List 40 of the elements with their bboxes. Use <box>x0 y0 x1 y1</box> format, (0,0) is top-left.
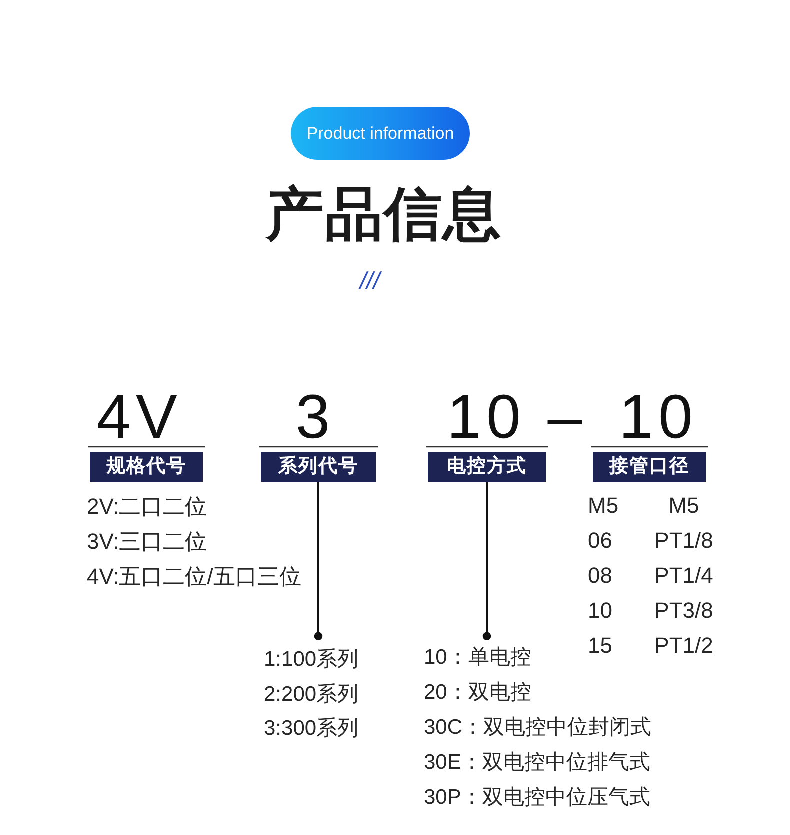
port-code: 15 <box>588 632 612 660</box>
option-text: 1:100系列 <box>264 647 359 673</box>
port-code: M5 <box>588 492 619 520</box>
thread-size: M5 <box>668 492 700 520</box>
header-bar <box>90 452 203 482</box>
header-bar <box>593 452 706 482</box>
spec-text: 4V:五口二位/五口三位 <box>87 563 302 591</box>
header-label: 系列代号 <box>278 456 358 478</box>
header-bar <box>428 452 546 482</box>
option-text: 30P：双电控中位压气式 <box>424 785 650 811</box>
code-text: 10 <box>618 390 698 446</box>
code-text: 3 <box>294 390 336 446</box>
port-code: 10 <box>588 597 612 625</box>
connector-line <box>482 482 492 641</box>
thread-size: PT1/2 <box>654 632 714 660</box>
option-text: 10：单电控 <box>424 645 532 671</box>
page-title: 产品信息 <box>264 182 503 248</box>
thread-size: PT3/8 <box>654 597 714 625</box>
port-code: 08 <box>588 562 612 590</box>
connector-line <box>314 482 323 641</box>
option-text: 30E：双电控中位排气式 <box>424 750 650 776</box>
spec-text: 2V:二口二位 <box>87 493 208 521</box>
header-label: 电控方式 <box>447 456 527 478</box>
option-text: 30C：双电控中位封闭式 <box>424 715 652 741</box>
header-bar <box>261 452 376 482</box>
slash-decoration: /// <box>360 267 380 297</box>
code-text: 10 <box>446 390 526 446</box>
code-text: 4V <box>96 390 182 446</box>
spec-text: 3V:三口二位 <box>87 528 208 556</box>
option-text: 2:200系列 <box>264 682 359 708</box>
info-pill <box>291 107 470 160</box>
port-code: 06 <box>588 527 612 555</box>
header-label: 接管口径 <box>610 456 690 478</box>
option-text: 20：双电控 <box>424 680 532 706</box>
header-label: 规格代号 <box>106 456 186 478</box>
pill-text: Product information <box>306 124 454 144</box>
thread-size: PT1/4 <box>654 562 714 590</box>
option-text: 3:300系列 <box>264 716 359 742</box>
thread-size: PT1/8 <box>654 527 714 555</box>
dash-separator: – <box>548 390 582 446</box>
